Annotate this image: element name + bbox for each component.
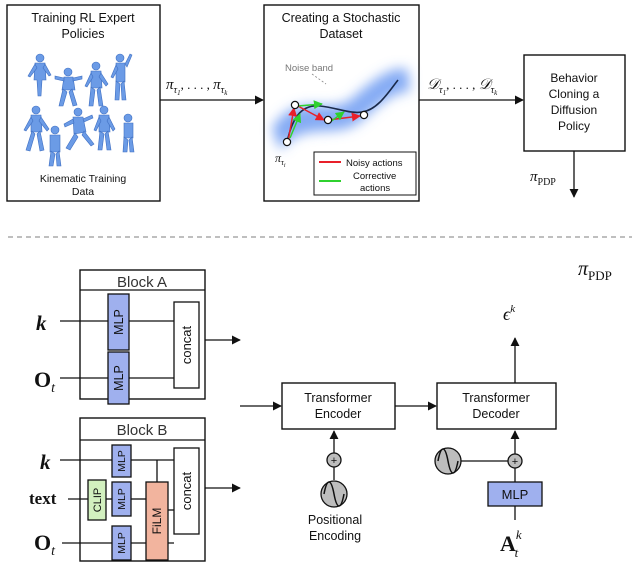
block-b-mlp3-label: MLP bbox=[116, 532, 128, 554]
legend-noisy-label: Noisy actions bbox=[346, 158, 403, 169]
block-b-mlp2-label: MLP bbox=[116, 488, 128, 510]
block-b-mlp1-label: MLP bbox=[116, 450, 128, 472]
stage1-caption-line1: Kinematic Training bbox=[40, 173, 127, 185]
corrective-action-arrow bbox=[297, 100, 323, 110]
stage2-title-line1: Creating a Stochastic bbox=[282, 11, 401, 25]
block-b: Block B k text Ot CLIP MLP MLP MLP FiLM … bbox=[29, 417, 206, 562]
block-a-title: Block A bbox=[117, 274, 167, 291]
noise-band-label: Noise band bbox=[285, 63, 333, 74]
block-a-mlp2-label: MLP bbox=[112, 365, 126, 391]
stage2-title-line2: Dataset bbox=[319, 27, 363, 41]
block-b-mlp1 bbox=[111, 444, 132, 478]
legend-corrective-line2: actions bbox=[360, 183, 390, 194]
stage3-box bbox=[523, 54, 626, 152]
decoder-sine-wave-icon bbox=[434, 447, 462, 475]
block-b-input-text: text bbox=[29, 489, 57, 508]
positional-sine-wave-icon bbox=[320, 480, 348, 508]
block-b-clip bbox=[87, 479, 107, 521]
transformer-decoder bbox=[436, 382, 557, 430]
stage1-title-line1: Training RL Expert bbox=[31, 11, 135, 25]
policy-tau-i-label: πτi bbox=[275, 151, 286, 169]
block-a-input-k: k bbox=[36, 311, 47, 335]
output-epsilon: ϵk bbox=[503, 303, 516, 324]
block-a-concat-label: concat bbox=[179, 325, 194, 364]
block-b-concat bbox=[173, 447, 200, 535]
positional-plus-symbol: + bbox=[331, 455, 337, 467]
block-a-mlp2 bbox=[107, 351, 130, 405]
decoder-line1: Transformer bbox=[462, 391, 530, 405]
block-a-concat bbox=[173, 301, 200, 389]
encoder-line1: Transformer bbox=[304, 391, 372, 405]
bottom-title: πPDP bbox=[578, 258, 612, 283]
corrective-action-arrow bbox=[289, 113, 302, 139]
dataset-sequence-label: 𝒟τ1, . . . , 𝒟τk bbox=[427, 77, 498, 97]
block-a-input-o: Ot bbox=[34, 367, 56, 396]
action-legend: Noisy actions Corrective actions bbox=[313, 151, 417, 196]
block-a-mlp1 bbox=[107, 293, 130, 351]
block-b-title: Block B bbox=[117, 422, 168, 439]
corrective-action-arrow bbox=[329, 111, 345, 123]
decoder-mlp bbox=[487, 481, 543, 507]
block-a: Block A k Ot MLP MLP concat bbox=[34, 269, 206, 405]
block-b-film bbox=[145, 481, 169, 561]
noisy-action-arrow bbox=[295, 104, 325, 121]
stage3-output-label: πPDP bbox=[530, 169, 556, 188]
decoder-mlp-label: MLP bbox=[502, 487, 529, 502]
transformer-encoder bbox=[281, 382, 396, 430]
stage3-line3: Diffusion bbox=[551, 103, 597, 117]
block-b-input-o: Ot bbox=[34, 530, 56, 559]
human-figures-icon bbox=[23, 53, 135, 167]
state-points bbox=[282, 100, 369, 147]
policy-sequence-label: πτ1, . . . , πτk bbox=[166, 77, 228, 97]
block-a-mlp1-label: MLP bbox=[112, 309, 126, 335]
legend-box bbox=[313, 151, 417, 196]
block-b-concat-label: concat bbox=[179, 471, 194, 510]
block-b-film-label: FiLM bbox=[150, 508, 164, 535]
stage1-training-rl-experts: Training RL Expert Policies bbox=[6, 4, 161, 202]
stage1-caption-line2: Data bbox=[72, 186, 94, 198]
stage3-line4: Policy bbox=[558, 119, 590, 133]
stage1-box bbox=[6, 4, 161, 202]
block-b-clip-label: CLIP bbox=[92, 488, 104, 512]
noise-band-pointer bbox=[311, 73, 327, 85]
encoder-line2: Encoder bbox=[315, 407, 362, 421]
positional-line1: Positional bbox=[308, 513, 362, 527]
stage2-stochastic-dataset: Creating a Stochastic Dataset Noise band… bbox=[263, 4, 420, 202]
block-b-input-k: k bbox=[40, 450, 51, 474]
stage3-line1: Behavior bbox=[550, 71, 597, 85]
decoder-line2: Decoder bbox=[472, 407, 519, 421]
positional-line2: Encoding bbox=[309, 529, 361, 543]
stage3-line2: Cloning a bbox=[549, 87, 600, 101]
stage3-behavior-cloning: Behavior Cloning a Diffusion Policy bbox=[523, 54, 626, 152]
decoder-plus-symbol: + bbox=[512, 456, 518, 468]
stage1-title-line2: Policies bbox=[61, 27, 104, 41]
legend-corrective-line1: Corrective bbox=[353, 171, 396, 182]
block-b-mlp3 bbox=[111, 525, 132, 561]
